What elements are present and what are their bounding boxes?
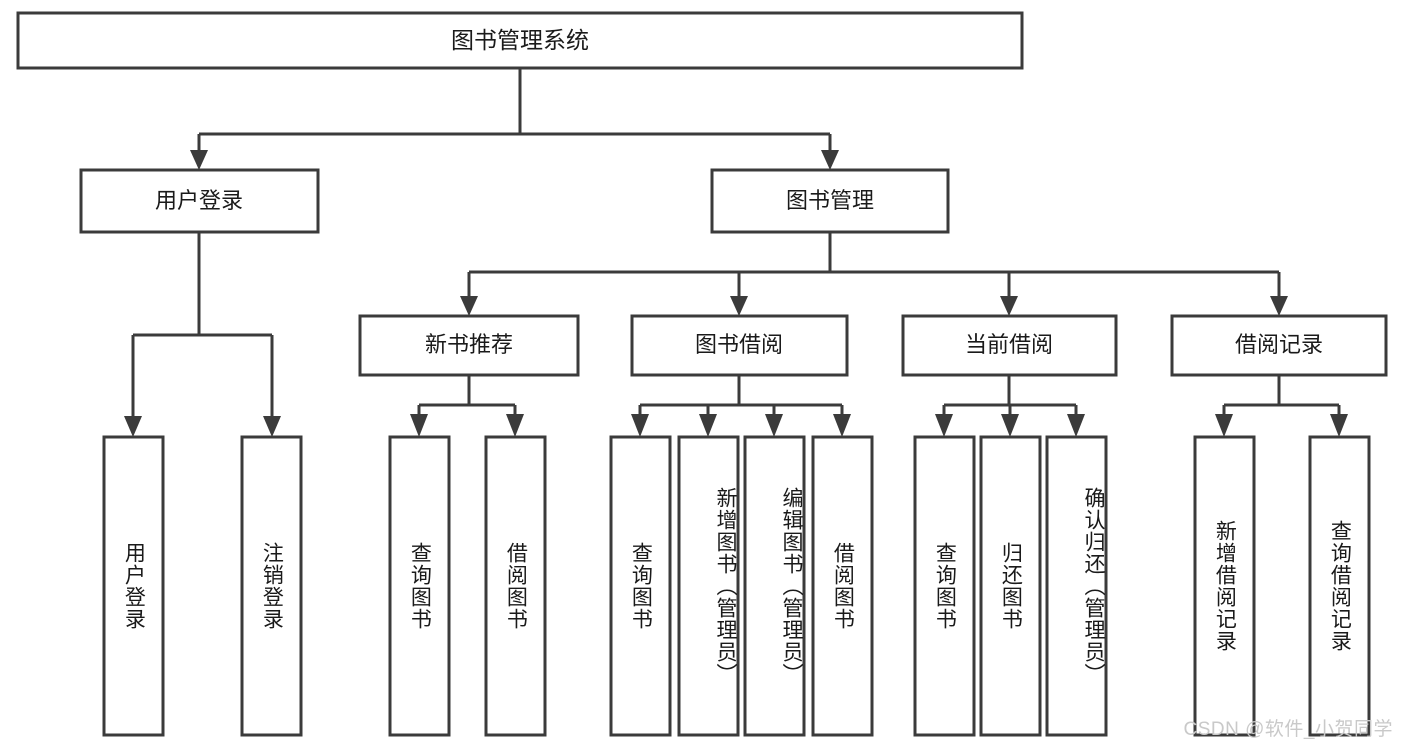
node-user-login-box[interactable] [79,168,320,234]
node-user-login-label: 用户登录 [155,188,243,213]
node-current-borrow-label: 当前借阅 [965,332,1053,357]
arrow-new-book-leaf2 [506,414,524,437]
leaf-box-new-book-1[interactable] [388,435,451,737]
node-root-box[interactable] [16,11,1024,70]
leaf-box-new-book-2[interactable] [484,435,547,737]
node-borrow-record-label: 借阅记录 [1235,332,1323,357]
arrow-current-borrow-leaf2 [1001,414,1019,437]
node-user-login[interactable]: 用户登录 [79,168,320,234]
csdn-watermark: CSDN @软件_小贺同学 [1183,719,1393,740]
leaf-box-borrow-record-1[interactable] [1193,435,1256,737]
arrow-current-borrow-leaf1 [935,414,953,437]
leaf-box-user-login-1[interactable] [102,435,165,737]
node-book-manage-box[interactable] [710,168,950,234]
leaf-box-book-borrow-1[interactable] [609,435,672,737]
arrow-borrow-record-leaf1 [1215,414,1233,437]
node-new-book-recommend-label: 新书推荐 [425,332,513,357]
arrow-book-borrow-leaf1 [631,414,649,437]
leaf-box-current-borrow-2[interactable] [979,435,1042,737]
leaf-box-book-borrow-4[interactable] [811,435,874,737]
arrow-book-borrow-leaf2 [699,414,717,437]
leaf-box-borrow-record-2[interactable] [1308,435,1371,737]
node-current-borrow[interactable]: 当前借阅 [901,314,1118,377]
node-root[interactable]: 图书管理系统 [16,11,1024,70]
arrow-new-book-leaf1 [410,414,428,437]
node-book-borrow-box[interactable] [630,314,849,377]
arrow-user-login-leaf2 [263,416,281,437]
node-new-book-recommend-box[interactable] [358,314,580,377]
leaf-box-book-borrow-2[interactable] [677,435,740,737]
arrow-to-current-borrow [1000,296,1018,316]
arrow-to-book-manage [821,150,839,170]
leaf-box-current-borrow-1[interactable] [913,435,976,737]
node-book-manage[interactable]: 图书管理 [710,168,950,234]
node-current-borrow-box[interactable] [901,314,1118,377]
arrow-to-borrow-record [1270,296,1288,316]
arrow-to-book-borrow [730,296,748,316]
arrow-borrow-record-leaf2 [1330,414,1348,437]
leaf-boxes [102,435,1371,737]
arrow-book-borrow-leaf3 [765,414,783,437]
node-new-book-recommend[interactable]: 新书推荐 [358,314,580,377]
leaf-box-user-login-2[interactable] [240,435,303,737]
node-borrow-record[interactable]: 借阅记录 [1170,314,1388,377]
node-book-manage-label: 图书管理 [786,188,874,213]
arrow-to-user-login [190,150,208,170]
node-root-label: 图书管理系统 [451,27,589,53]
connectors [124,68,1348,437]
node-book-borrow[interactable]: 图书借阅 [630,314,849,377]
arrow-book-borrow-leaf4 [833,414,851,437]
node-borrow-record-box[interactable] [1170,314,1388,377]
leaf-box-current-borrow-3[interactable] [1045,435,1108,737]
arrow-to-new-book [460,296,478,316]
leaf-box-book-borrow-3[interactable] [743,435,806,737]
node-book-borrow-label: 图书借阅 [695,332,783,357]
arrow-user-login-leaf1 [124,416,142,437]
arrow-current-borrow-leaf3 [1067,414,1085,437]
